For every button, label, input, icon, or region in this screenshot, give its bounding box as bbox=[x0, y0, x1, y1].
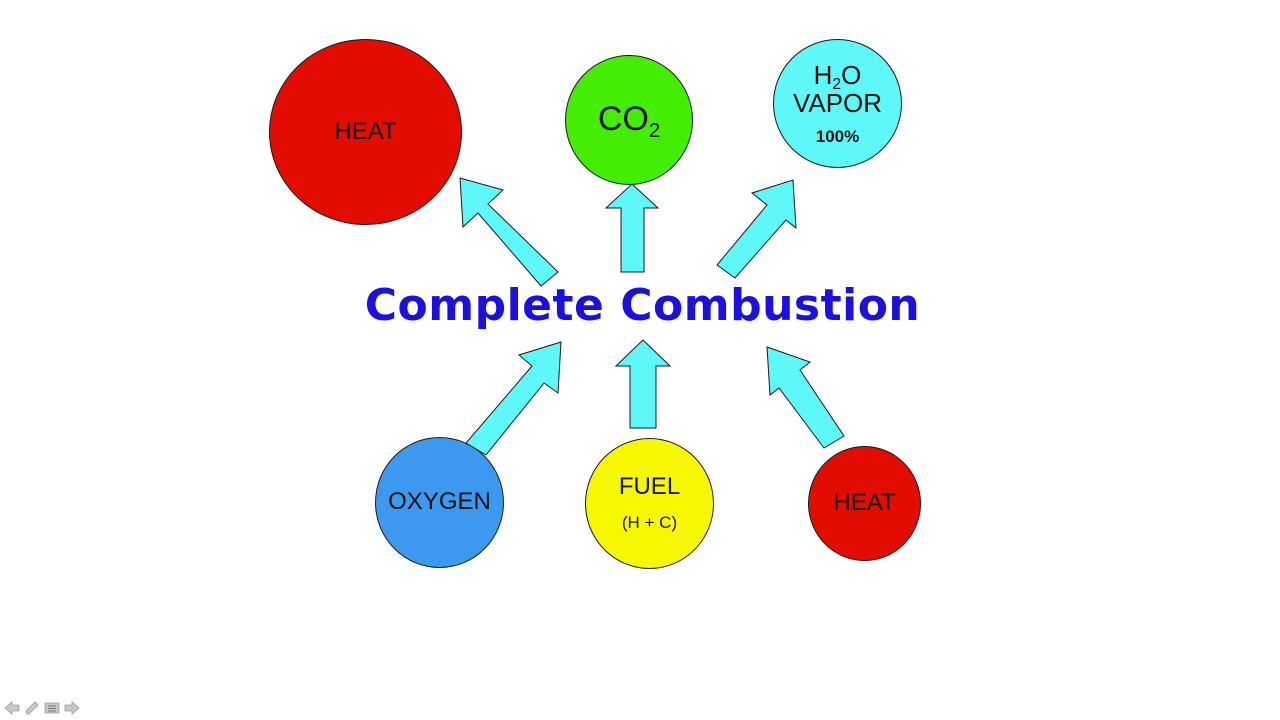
product-heat-circle: HEAT bbox=[269, 39, 462, 225]
fuel-label: FUEL bbox=[618, 472, 681, 500]
co2-label: CO2 bbox=[597, 100, 661, 143]
product-heat-label: HEAT bbox=[334, 117, 397, 145]
vapor-label: VAPOR bbox=[792, 88, 883, 119]
page-title: Complete Combustion bbox=[364, 280, 921, 331]
right-arrow-icon[interactable] bbox=[64, 700, 80, 716]
reactant-fuel-circle: FUEL (H + C) bbox=[585, 438, 714, 569]
pen-icon[interactable] bbox=[24, 700, 40, 716]
h2o-formula: H2O bbox=[813, 59, 862, 94]
menu-icon[interactable] bbox=[44, 700, 60, 716]
reactant-heat-circle: HEAT bbox=[808, 446, 921, 561]
product-h2o-circle: H2O VAPOR 100% bbox=[773, 39, 902, 168]
arrow-to-h2o bbox=[716, 179, 797, 279]
product-co2-circle: CO2 bbox=[565, 55, 693, 185]
reactant-heat-label: HEAT bbox=[833, 489, 896, 517]
reactant-oxygen-circle: OXYGEN bbox=[375, 437, 504, 568]
oxygen-label: OXYGEN bbox=[388, 488, 491, 516]
percent-label: 100% bbox=[815, 126, 860, 146]
slide-nav-toolbar bbox=[4, 700, 80, 716]
arrow-to-co2 bbox=[604, 183, 660, 273]
arrow-from-fuel bbox=[614, 339, 672, 429]
fuel-formula: (H + C) bbox=[621, 513, 678, 533]
arrow-from-heat bbox=[766, 346, 845, 449]
arrow-from-oxygen bbox=[465, 341, 562, 456]
arrow-to-heat bbox=[459, 177, 559, 287]
left-arrow-icon[interactable] bbox=[4, 700, 20, 716]
